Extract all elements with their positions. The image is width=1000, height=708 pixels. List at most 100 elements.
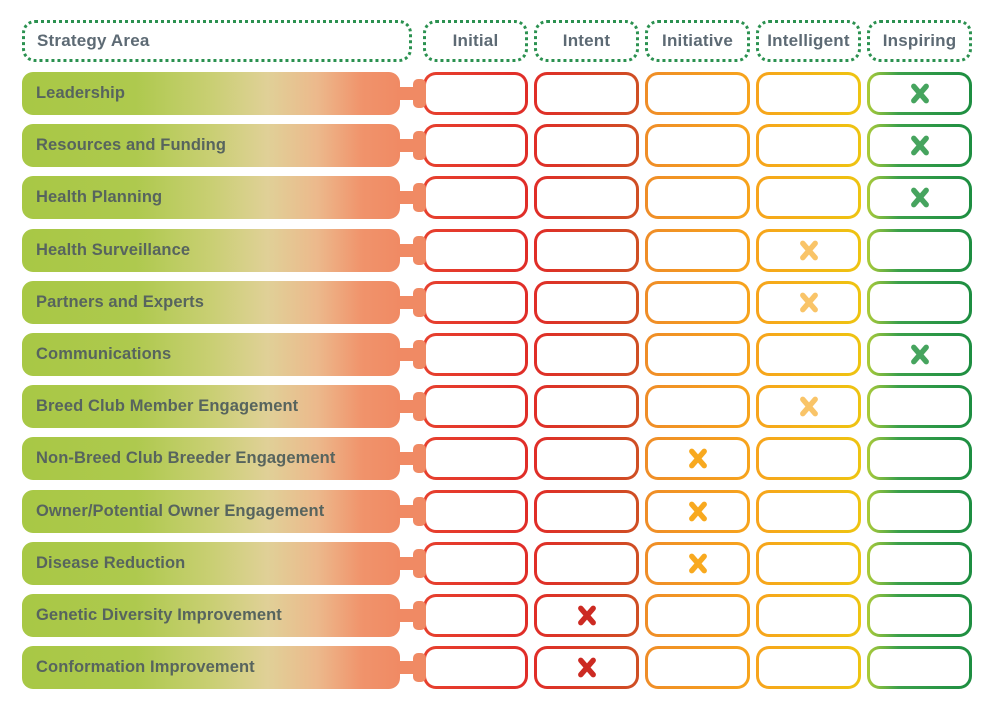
row-label: Conformation Improvement: [36, 658, 255, 677]
row-label: Partners and Experts: [36, 292, 204, 311]
cell-interior: [648, 388, 747, 426]
cell-interior: [426, 231, 525, 269]
header-level-label: Intelligent: [767, 31, 850, 50]
row-label-bar: Genetic Diversity Improvement: [22, 593, 400, 637]
row-cells: [423, 593, 972, 637]
cell-intelligent: [756, 124, 861, 168]
row-label-bar: Partners and Experts: [22, 280, 400, 324]
cell-interior: [648, 75, 747, 112]
cell-intent: [534, 541, 639, 585]
header-level-label: Inspiring: [882, 31, 957, 50]
cell-interior: [426, 492, 525, 530]
row-label-bar: Disease Reduction: [22, 541, 400, 585]
cell-interior: [759, 75, 858, 112]
table-row: Health Planning: [22, 176, 1000, 220]
row-label-bar: Communications: [22, 332, 400, 376]
row-label-bar: Conformation Improvement: [22, 646, 400, 690]
cell-interior: [537, 231, 636, 269]
cell-intelligent: [756, 646, 861, 690]
table-row: Communications: [22, 332, 1000, 376]
header-level-intent: Intent: [534, 20, 639, 62]
row-label-bar: Owner/Potential Owner Engagement: [22, 489, 400, 533]
cell-interior: [537, 335, 636, 373]
cell-initiative: [645, 489, 750, 533]
cell-interior: [648, 231, 747, 269]
row-label: Health Surveillance: [36, 240, 191, 259]
cell-inspiring: [867, 124, 972, 168]
row-label: Health Planning: [36, 188, 163, 207]
cell-interior: [759, 179, 858, 217]
table-row: Disease Reduction: [22, 541, 1000, 585]
cell-intelligent: [756, 72, 861, 115]
table-row: Partners and Experts: [22, 280, 1000, 324]
cell-inspiring: [867, 228, 972, 272]
cell-interior: [537, 649, 636, 687]
cell-intent: [534, 332, 639, 376]
cell-interior: [537, 388, 636, 426]
cell-interior: [870, 544, 969, 582]
row-connector: [397, 229, 426, 272]
cell-initial: [423, 541, 528, 585]
cell-initiative: [645, 385, 750, 429]
cell-interior: [426, 649, 525, 687]
x-mark-icon: [799, 292, 818, 313]
x-mark-icon: [688, 448, 707, 469]
cell-interior: [426, 127, 525, 165]
cell-intent: [534, 385, 639, 429]
cell-initiative: [645, 593, 750, 637]
cell-interior: [537, 75, 636, 112]
row-connector: [397, 594, 426, 637]
row-cells: [423, 489, 972, 533]
cell-initial: [423, 176, 528, 220]
cell-intelligent: [756, 385, 861, 429]
cell-initiative: [645, 124, 750, 168]
cell-intent: [534, 280, 639, 324]
row-cells: [423, 124, 972, 168]
cell-interior: [759, 596, 858, 634]
cell-intent: [534, 72, 639, 115]
row-connector: [397, 437, 426, 480]
cell-initial: [423, 124, 528, 168]
cell-inspiring: [867, 593, 972, 637]
cell-interior: [870, 492, 969, 530]
cell-intent: [534, 489, 639, 533]
cell-interior: [537, 179, 636, 217]
x-mark-icon: [688, 553, 707, 574]
cell-interior: [870, 283, 969, 321]
cell-inspiring: [867, 646, 972, 690]
row-label-bar: Non-Breed Club Breeder Engagement: [22, 437, 400, 481]
cell-interior: [426, 440, 525, 478]
cell-inspiring: [867, 72, 972, 115]
cell-interior: [870, 440, 969, 478]
header-level-label: Intent: [562, 31, 611, 50]
strategy-area-header: Strategy Area: [22, 20, 412, 62]
cell-intent: [534, 176, 639, 220]
cell-initiative: [645, 541, 750, 585]
cell-interior: [426, 544, 525, 582]
cell-interior: [426, 75, 525, 112]
cell-interior: [648, 544, 747, 582]
cell-interior: [537, 544, 636, 582]
cell-interior: [759, 231, 858, 269]
header-level-label: Initiative: [662, 31, 733, 50]
cell-intent: [534, 228, 639, 272]
table-row: Owner/Potential Owner Engagement: [22, 489, 1000, 533]
x-mark-icon: [910, 83, 929, 104]
cell-initial: [423, 280, 528, 324]
cell-intelligent: [756, 176, 861, 220]
cell-interior: [870, 231, 969, 269]
cell-interior: [759, 440, 858, 478]
table-row: Non-Breed Club Breeder Engagement: [22, 437, 1000, 481]
cell-intent: [534, 437, 639, 481]
cell-interior: [426, 283, 525, 321]
cell-interior: [759, 492, 858, 530]
row-label: Communications: [36, 344, 172, 363]
cell-interior: [870, 75, 969, 112]
row-connector: [397, 124, 426, 167]
table-row: Genetic Diversity Improvement: [22, 593, 1000, 637]
cell-intent: [534, 593, 639, 637]
cell-interior: [648, 492, 747, 530]
